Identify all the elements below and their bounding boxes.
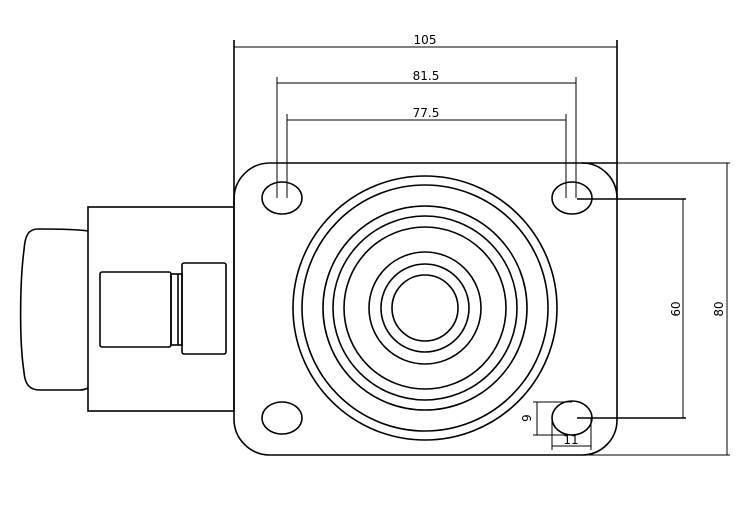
- brake-cap: [181, 262, 227, 355]
- dimension-9: 9: [520, 401, 572, 436]
- brake-assembly: [19, 206, 235, 412]
- svg-text:105: 105: [414, 33, 437, 47]
- svg-text:60: 60: [669, 301, 683, 316]
- brake-pedal: [19, 228, 89, 391]
- top-plate: [233, 40, 618, 456]
- svg-text:11: 11: [563, 433, 578, 447]
- dimension-77-5: 77.5: [286, 106, 567, 198]
- mounting-hole: [261, 181, 303, 215]
- svg-text:9: 9: [520, 414, 534, 422]
- svg-text:77.5: 77.5: [413, 106, 440, 120]
- swivel-rings: [292, 175, 558, 441]
- dimension-81-5: 81.5: [276, 69, 577, 198]
- dimension-60: 60: [577, 198, 686, 419]
- dimension-105: 105: [234, 33, 617, 48]
- svg-text:80: 80: [712, 301, 726, 316]
- mounting-holes: [261, 181, 593, 436]
- plate-corner: [581, 162, 618, 199]
- dimension-80: 80: [582, 162, 730, 456]
- svg-text:81.5: 81.5: [413, 69, 440, 83]
- brake-block: [99, 271, 172, 348]
- brake-housing: [87, 206, 235, 412]
- mounting-hole: [261, 401, 303, 435]
- dimension-11: 11: [551, 418, 592, 450]
- brake-spacer: [170, 273, 183, 346]
- kingpin-hub: [391, 274, 459, 342]
- mounting-hole: [551, 181, 593, 215]
